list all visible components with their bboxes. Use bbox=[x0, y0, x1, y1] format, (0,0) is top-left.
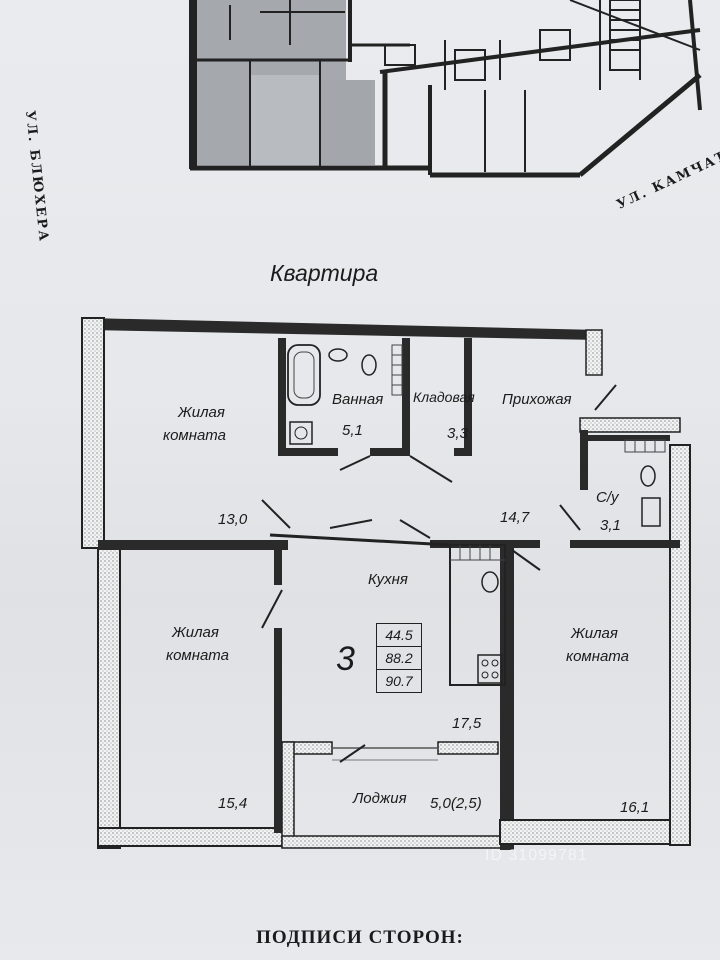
kitchen-area: 17,5 bbox=[452, 715, 482, 732]
bathroom-label: Ванная bbox=[332, 391, 384, 408]
loggia-label: Лоджия bbox=[353, 790, 407, 807]
living-room-2-area: 15,4 bbox=[218, 795, 248, 812]
area-box-with-loggia: 90.7 bbox=[376, 669, 422, 693]
apartment-number: 3 bbox=[336, 640, 355, 678]
hallway-area: 14,7 bbox=[500, 509, 530, 526]
storage-area: 3,3 bbox=[447, 425, 468, 442]
living-room-3-label-line2: комната bbox=[566, 648, 629, 665]
living-room-3-area: 16,1 bbox=[620, 799, 650, 816]
living-room-1-area: 13,0 bbox=[218, 511, 248, 528]
kitchen-label: Кухня bbox=[368, 571, 408, 588]
loggia-area: 5,0(2,5) bbox=[430, 795, 482, 812]
building-fragment bbox=[189, 0, 702, 178]
living-room-2-label-line2: комната bbox=[166, 647, 229, 664]
bathroom-area: 5,1 bbox=[342, 422, 363, 439]
plan-title: Квартира bbox=[270, 260, 379, 286]
hallway-label: Прихожая bbox=[502, 391, 572, 408]
area-box-total: 88.2 bbox=[376, 646, 422, 670]
signatures-heading: ПОДПИСИ СТОРОН: bbox=[256, 927, 464, 948]
storage-label: Кладовая bbox=[413, 389, 475, 405]
wc-area: 3,1 bbox=[600, 517, 621, 534]
listing-id-watermark: ID 31099781 bbox=[485, 847, 588, 864]
wc-label: С/у bbox=[596, 489, 619, 506]
area-box-living: 44.5 bbox=[376, 623, 422, 647]
living-room-1-label-line2: комната bbox=[163, 427, 226, 444]
apartment-walls bbox=[81, 317, 691, 850]
living-room-1-label-line1: Жилая bbox=[178, 404, 225, 421]
living-room-3-label-line1: Жилая bbox=[571, 625, 618, 642]
living-room-2-label-line1: Жилая bbox=[172, 624, 219, 641]
